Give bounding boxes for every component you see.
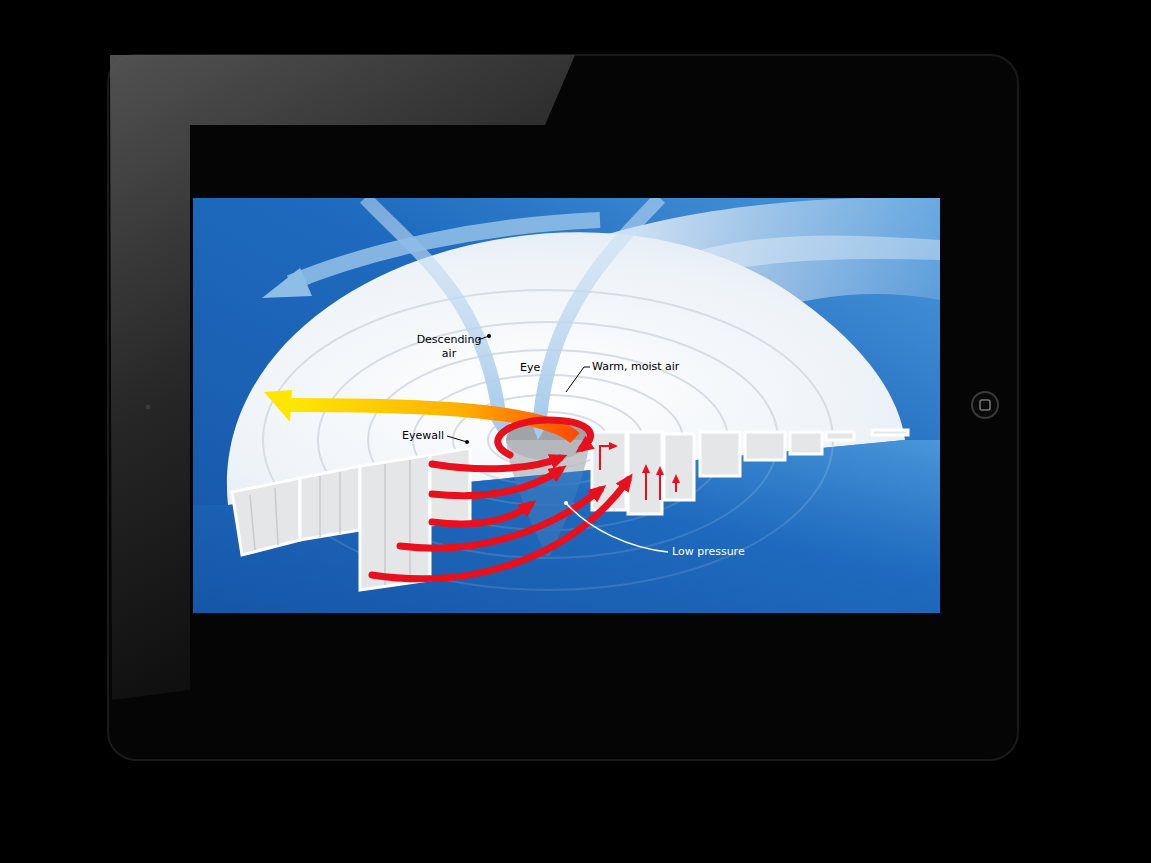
home-button xyxy=(972,392,998,418)
updraft-arrow xyxy=(675,478,677,492)
updraft-arrow xyxy=(600,446,614,470)
wall-stripe xyxy=(275,488,278,545)
arrowhead xyxy=(262,268,312,298)
inflow-arrow xyxy=(498,420,591,455)
callout-label: Eyewall xyxy=(402,429,462,443)
cloud-wall xyxy=(628,432,662,514)
wall-stripe xyxy=(339,472,341,534)
home-button-icon xyxy=(980,400,990,410)
cloud-wall xyxy=(872,430,908,435)
inflow-spiral xyxy=(372,420,628,579)
callout-label: Eye xyxy=(520,361,560,375)
leader-dot xyxy=(465,440,469,444)
cloud-wall xyxy=(745,432,785,460)
leader-line xyxy=(566,503,668,552)
outflow-arrow xyxy=(290,220,600,283)
wall-stripes xyxy=(250,460,410,585)
camera-dot xyxy=(146,405,151,410)
callout-label: Low pressure xyxy=(672,545,782,559)
wall-stripe xyxy=(319,476,321,537)
descending-arrow xyxy=(540,198,660,418)
inflow-arrow xyxy=(432,470,560,496)
updraft-arrow xyxy=(659,470,661,500)
callout-label: Descending air xyxy=(414,333,484,361)
cloud-wall xyxy=(664,434,694,500)
leader-line xyxy=(447,436,467,442)
wall-stripe xyxy=(409,460,411,583)
callout-label: Warm, moist air xyxy=(592,360,722,374)
inflow-arrow xyxy=(400,490,600,548)
wall-stripe xyxy=(250,495,255,550)
cloud-wall xyxy=(360,455,430,590)
arrowhead xyxy=(264,390,292,422)
wall-stripe xyxy=(384,464,386,585)
updraft-arrows xyxy=(600,446,676,500)
leader-dot xyxy=(564,501,568,505)
leader-dot xyxy=(487,334,491,338)
tablet-body xyxy=(108,55,1018,760)
sea-front xyxy=(193,440,940,613)
cloud-wall xyxy=(300,466,360,540)
leader-line xyxy=(566,367,590,392)
eyewall-right xyxy=(592,430,908,514)
cloud-wall xyxy=(700,432,740,476)
inflow-arrow xyxy=(432,505,530,524)
cloud-wall xyxy=(232,478,300,555)
inflow-arrow xyxy=(432,458,560,469)
leader-lines xyxy=(447,336,590,442)
updraft-arrow xyxy=(645,468,647,500)
cloud-wall xyxy=(826,432,854,440)
sea-background xyxy=(193,198,940,613)
cloud-wall xyxy=(430,448,470,525)
cloud-wall xyxy=(790,432,822,454)
screen xyxy=(193,198,940,613)
